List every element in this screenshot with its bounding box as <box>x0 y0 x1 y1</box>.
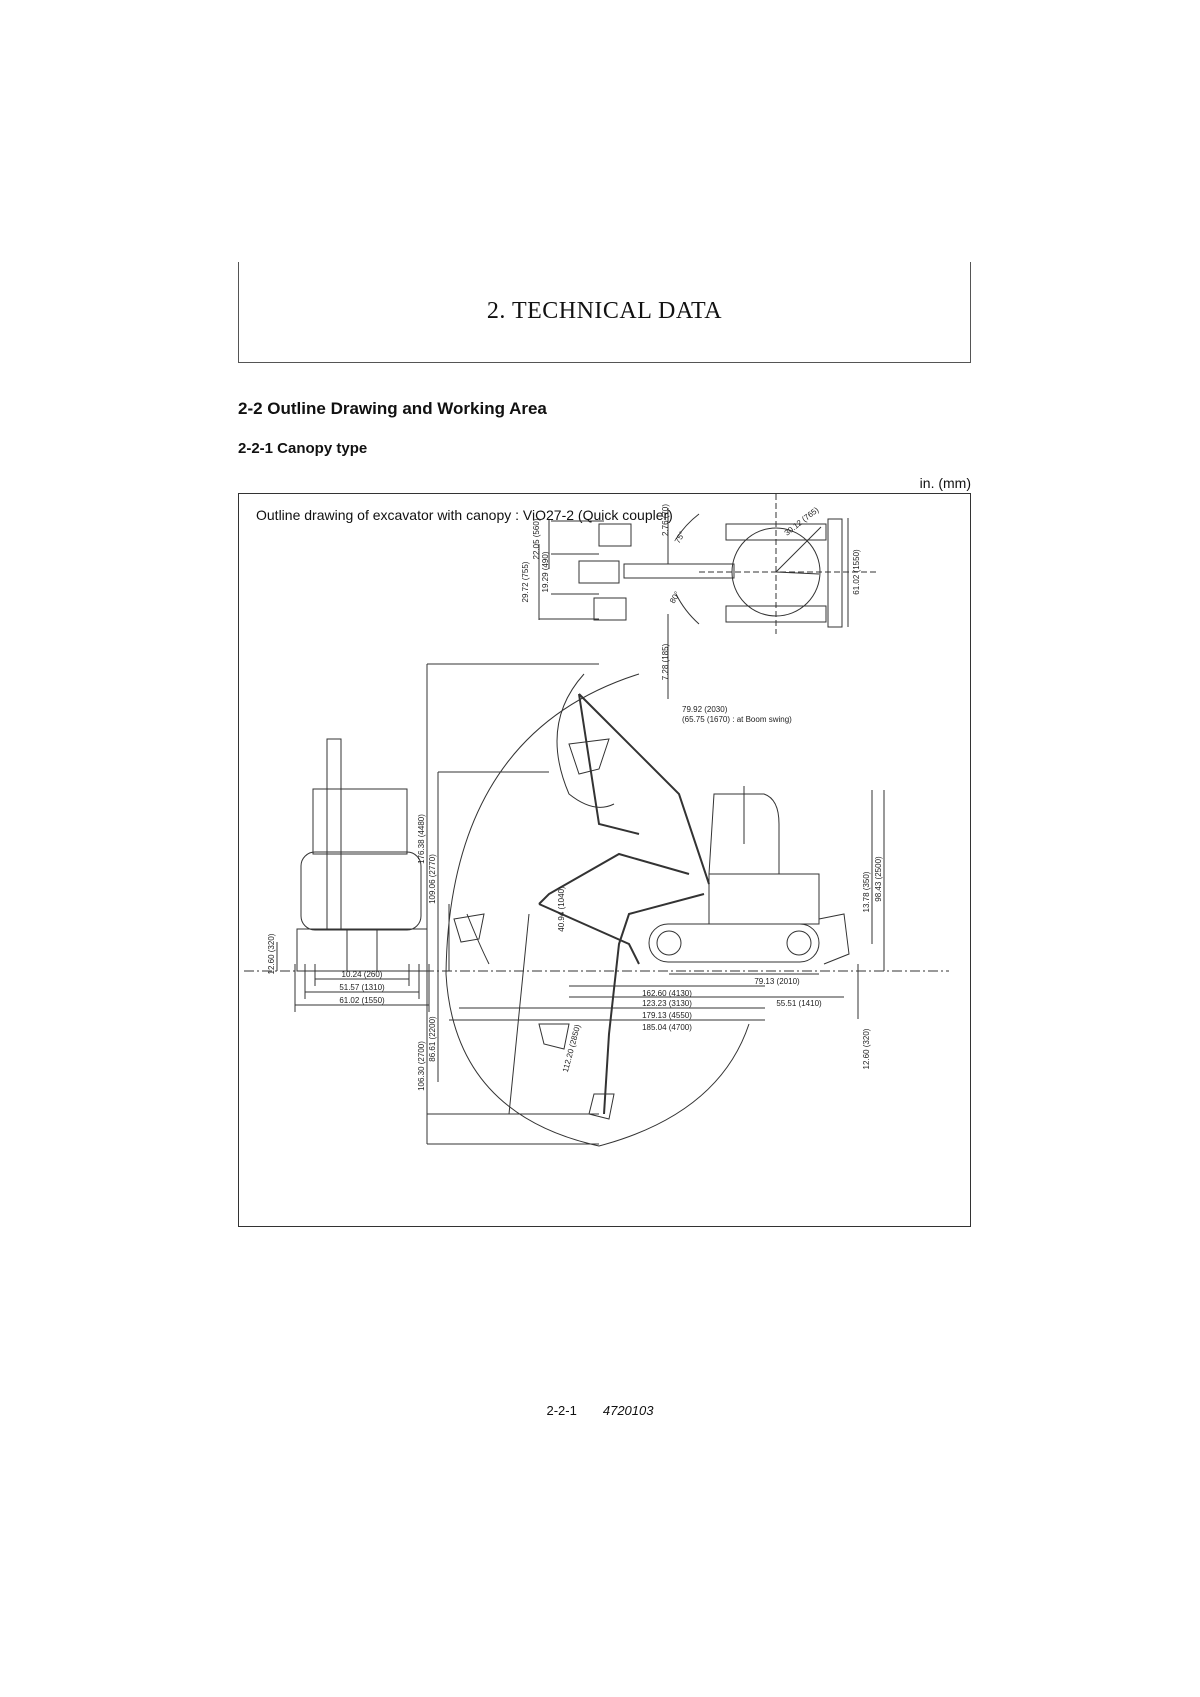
dim-98-43: 98.43 (2500) <box>874 856 883 902</box>
reach-label-main: 79.92 (2030) <box>682 705 728 714</box>
front-view-labels: 12.60 (320) 10.24 (260) 51.57 (1310) 61.… <box>267 933 385 1005</box>
dim-162-60: 162.60 (4130) <box>642 989 692 998</box>
dim-29-72: 29.72 (755) <box>521 561 530 602</box>
chapter-title: 2. TECHNICAL DATA <box>486 298 723 324</box>
chapter-header-box: 2. TECHNICAL DATA <box>238 262 971 363</box>
dim-79-13: 79.13 (2010) <box>754 977 800 986</box>
units-label: in. (mm) <box>919 475 971 491</box>
dim-19-29: 19.29 (490) <box>541 551 550 592</box>
document-number: 4720103 <box>602 1403 654 1418</box>
front-view <box>276 738 430 1012</box>
top-view-dozer-blade <box>827 518 843 628</box>
subsection-title: 2-2-1 Canopy type <box>238 440 368 457</box>
ground-reach-arc <box>466 913 490 965</box>
top-view-bucket-lower <box>593 597 627 621</box>
side-view-canopy <box>708 793 780 875</box>
top-view-arm <box>623 563 735 579</box>
front-view-track-right <box>346 928 428 972</box>
side-view-dozer-blade <box>818 913 850 965</box>
front-view-body <box>300 851 422 931</box>
dim-61-02-top: 61.02 (1550) <box>852 549 861 595</box>
dim-123-23: 123.23 (3130) <box>642 999 692 1008</box>
page-footer: 2-2-1 4720103 <box>0 1403 1200 1418</box>
excavator-outline-drawing: 2.76 (70) 30.12 (765) 61.02 (1550) 22.05… <box>244 494 949 1147</box>
outline-drawing-frame: Outline drawing of excavator with canopy… <box>238 493 971 1227</box>
working-range-envelope <box>445 673 750 1147</box>
dim-176-38: 176.38 (4480) <box>417 814 426 864</box>
dim-109-06: 109.06 (2770) <box>428 854 437 904</box>
dim-185-04: 185.04 (4700) <box>642 1023 692 1032</box>
dim-55-51: 55.51 (1410) <box>776 999 822 1008</box>
dim-13-78: 13.78 (350) <box>862 871 871 912</box>
dim-10-24: 10.24 (260) <box>342 970 383 979</box>
top-view-labels: 2.76 (70) 30.12 (765) 61.02 (1550) 22.05… <box>521 504 861 681</box>
dim-40-94: 40.94 (1040) <box>557 886 566 932</box>
page-number: 2-2-1 <box>546 1403 577 1418</box>
angle-75: 75° <box>673 530 687 545</box>
dim-2-76: 2.76 (70) <box>661 504 670 536</box>
front-view-track-left <box>296 928 378 972</box>
side-view-track <box>648 923 820 963</box>
top-view-bucket-upper <box>598 523 632 547</box>
front-view-boom <box>326 738 342 930</box>
top-view-bucket-center <box>578 560 620 584</box>
angle-80: 80° <box>668 590 682 605</box>
dim-51-57: 51.57 (1310) <box>339 983 385 992</box>
dim-86-61: 86.61 (2200) <box>428 1016 437 1062</box>
dim-12-60-front: 12.60 (320) <box>267 933 276 974</box>
reach-label-boom-swing: (65.75 (1670) : at Boom swing) <box>682 715 792 724</box>
dim-22-05: 22.05 (560) <box>532 518 541 559</box>
dim-7-28: 7.28 (185) <box>661 643 670 680</box>
top-view <box>538 494 879 699</box>
dim-106-30: 106.30 (2700) <box>417 1041 426 1091</box>
side-view-labels: 79.92 (2030) (65.75 (1670) : at Boom swi… <box>417 705 883 1091</box>
upper-reach-arc <box>556 673 615 808</box>
side-view <box>426 663 885 1147</box>
dim-179-13: 179.13 (4550) <box>642 1011 692 1020</box>
dim-12-60-side: 12.60 (320) <box>862 1028 871 1069</box>
section-title: 2-2 Outline Drawing and Working Area <box>238 399 547 418</box>
drawing-caption: Outline drawing of excavator with canopy… <box>256 507 673 523</box>
side-view-upper-structure <box>708 873 820 925</box>
dim-61-02-front: 61.02 (1550) <box>339 996 385 1005</box>
front-view-canopy <box>312 788 408 855</box>
